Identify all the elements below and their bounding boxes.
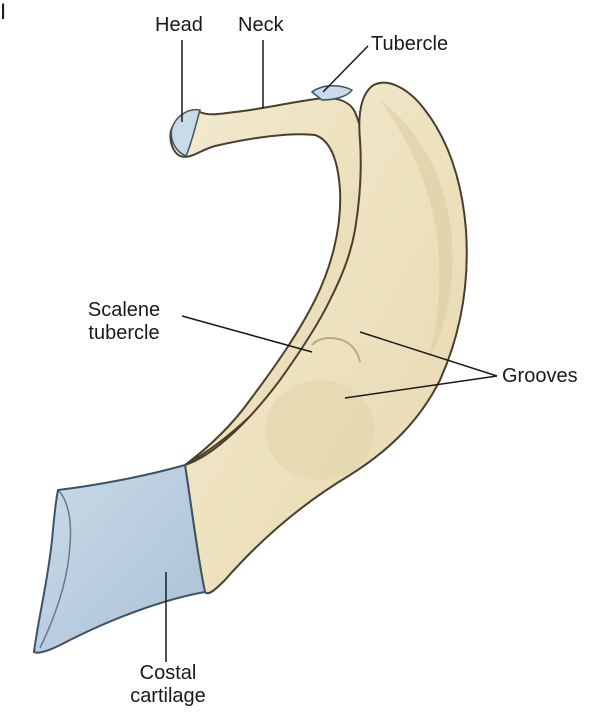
label-grooves: Grooves: [502, 365, 578, 387]
costal-cartilage-shape: [32, 463, 207, 654]
shaft-shading: [380, 100, 453, 360]
label-scalene-tubercle-line1: Scalene: [87, 299, 161, 321]
leader-line-scalene-tubercle: [181, 315, 313, 353]
label-head: Head: [155, 14, 203, 36]
tubercle-cartilage-cap: [310, 85, 354, 101]
panel-letter: I: [0, 0, 7, 24]
leader-line-tubercle: [322, 45, 369, 93]
label-costal-cartilage-line1: Costal: [139, 662, 197, 684]
label-costal-cartilage-line2: cartilage: [130, 685, 206, 707]
head-articular-facet: [170, 108, 201, 157]
label-scalene-tubercle: Scalene tubercle: [68, 299, 180, 345]
label-tubercle: Tubercle: [371, 33, 449, 55]
scalene-tubercle-bump: [311, 336, 361, 363]
label-costal-cartilage: Costal cartilage: [112, 662, 224, 708]
cartilage-edge-fold: [39, 489, 72, 649]
label-neck: Neck: [238, 14, 284, 36]
leader-line-groove-lower: [344, 375, 498, 399]
groove-depression: [265, 380, 375, 480]
leader-line-groove-upper: [359, 331, 498, 377]
label-scalene-tubercle-line2: tubercle: [88, 322, 160, 344]
